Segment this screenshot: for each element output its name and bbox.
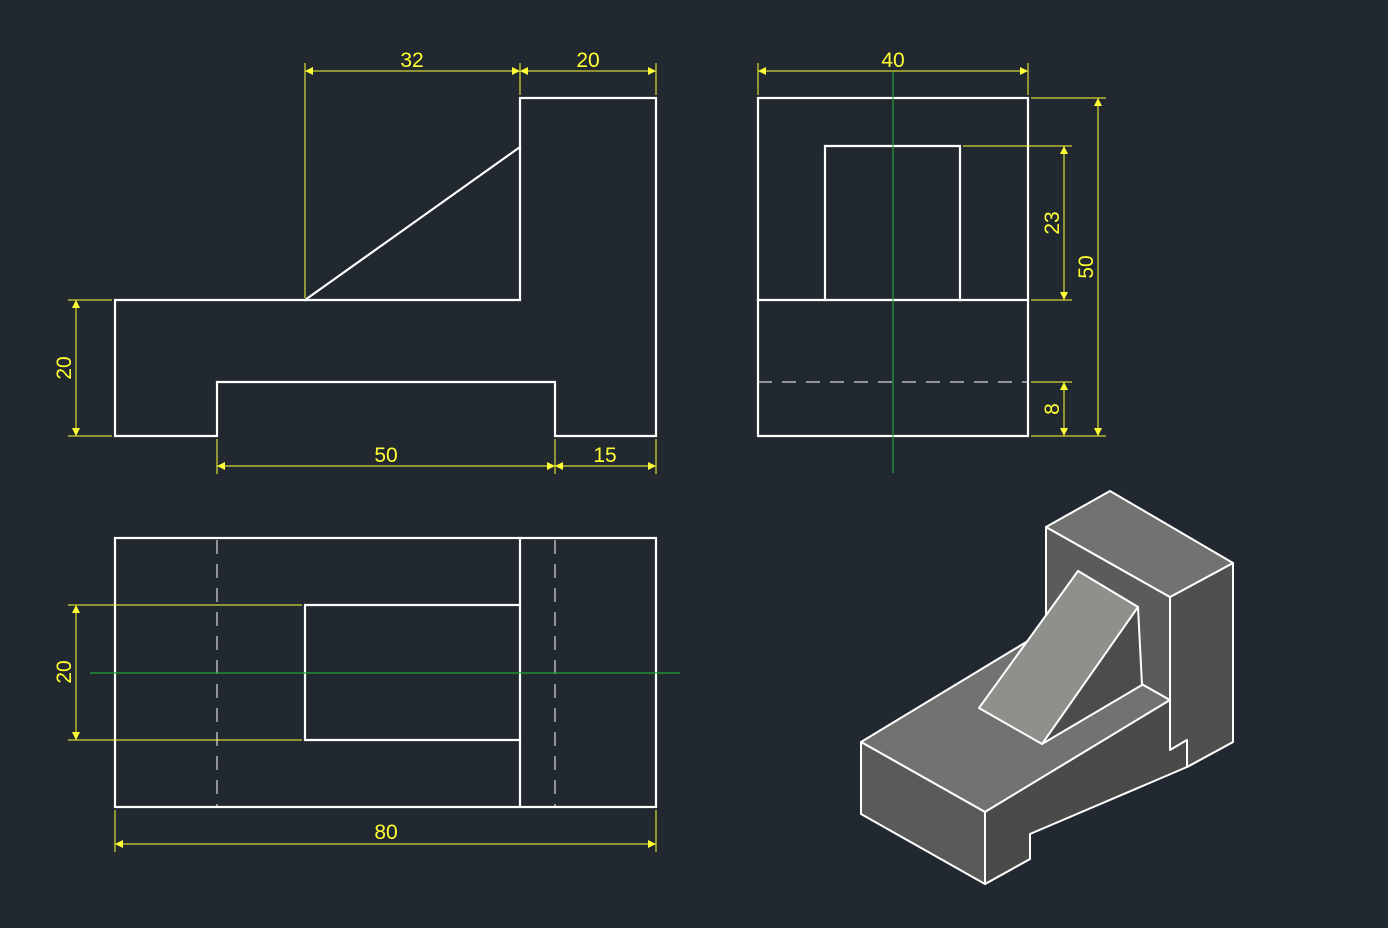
top-dim-20-label: 20 [53,660,76,683]
top-view: 20 80 [53,536,680,852]
side-dim-23-label: 23 [1041,211,1064,234]
iso-block-right-face [1169,562,1234,768]
front-dim-20-label: 20 [576,49,599,72]
side-dim-50-label: 50 [1075,255,1098,278]
side-dim-8-label: 8 [1041,403,1064,415]
iso-wedge-slope-face [978,570,1139,745]
front-view-outline [113,96,658,438]
front-dim-32-label: 32 [400,49,423,72]
front-dim-15-label: 15 [593,444,616,467]
isometric-view [860,490,1234,885]
front-view: 32 20 20 50 15 [53,49,658,474]
front-dim-50-label: 50 [374,444,397,467]
top-dim-80-label: 80 [374,821,397,844]
side-view: 40 23 8 50 [756,49,1106,473]
front-view-slope-line [303,145,522,302]
iso-block-top-face [1045,490,1234,598]
iso-base-side-strip [984,699,1188,885]
side-dim-40-label: 40 [881,49,904,72]
front-dim-left-label: 20 [53,356,76,379]
